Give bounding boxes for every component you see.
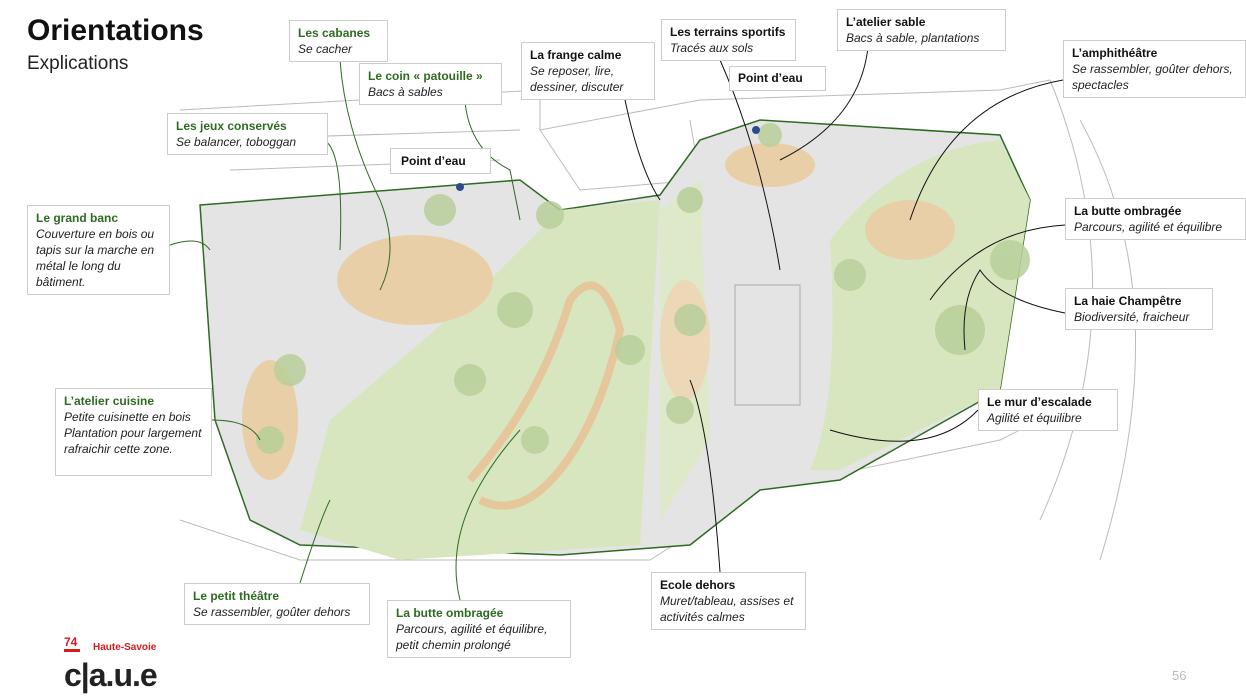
sand-atelier [725,143,815,187]
label-amphitheatre: L’amphithéâtre Se rassembler, goûter deho… [1063,40,1246,98]
page-subtitle: Explications [27,53,129,74]
label-title: La haie Champêtre [1074,294,1182,308]
label-title: L’atelier cuisine [64,394,155,408]
sports-court [734,284,801,406]
label-petit-theatre: Le petit théâtre Se rassembler, goûter de… [184,583,370,625]
label-title: La frange calme [530,48,622,62]
logo-top-row: 74 Haute-Savoie [64,636,174,656]
sand-patouille [337,235,493,325]
label-desc: Biodiversité, fraicheur [1074,310,1190,324]
label-coin-patouille: Le coin « patouille » Bacs à sables [359,63,502,105]
label-title: L’atelier sable [846,15,926,29]
label-desc: Se rassembler, goûter dehors [193,605,351,619]
label-jeux-conserves: Les jeux conservés Se balancer, toboggan [167,113,328,155]
sand-cuisine [242,360,298,480]
label-point-eau: Point d’eau [390,148,491,174]
logo-name: c|a.u.e [64,657,158,693]
label-desc: Se rassembler, goûter dehors, spectacles [1072,62,1233,92]
label-desc: Couverture en bois ou tapis sur la march… [36,227,155,289]
logo-number: 74 [64,636,80,652]
label-desc: Se reposer, lire, dessiner, discuter [530,64,624,94]
path-winding [466,281,625,510]
label-desc: Agilité et équilibre [987,411,1082,425]
label-title: Les terrains sportifs [670,25,786,39]
water-point-icon [752,126,760,134]
label-desc: Muret/tableau, assises et activités calm… [660,594,794,624]
label-title: La butte ombragée [396,606,504,620]
label-title: Le coin « patouille » [368,69,483,83]
label-point-eau-top: Point d’eau [729,66,826,91]
label-title: La butte ombragée [1074,204,1182,218]
label-title: Le petit théâtre [193,589,280,603]
page-title: Orientations [27,14,204,47]
label-title: Le mur d’escalade [987,395,1092,409]
label-desc: Parcours, agilité et équilibre, petit ch… [396,622,548,652]
label-title: Point d’eau [738,71,803,85]
trees [256,123,1030,454]
label-frange-calme: La frange calme Se reposer, lire, dessine… [521,42,655,100]
label-title: Les jeux conservés [176,119,287,133]
label-desc: Bacs à sables [368,85,443,99]
label-les-cabanes: Les cabanes Se cacher [289,20,388,62]
label-title: Ecole dehors [660,578,736,592]
label-desc: Se cacher [298,42,353,56]
label-desc: Parcours, agilité et équilibre [1074,220,1223,234]
caue-logo: 74 Haute-Savoie c|a.u.e [64,636,174,696]
water-point-icon [456,183,464,191]
label-title: L’amphithéâtre [1072,46,1158,60]
label-desc: Bacs à sable, plantations [846,31,980,45]
label-desc: Tracés aux sols [670,41,754,55]
amphitheatre [865,200,955,260]
label-title: Les cabanes [298,26,371,40]
label-desc: Se balancer, toboggan [176,135,297,149]
logo-region: Haute-Savoie [93,642,157,653]
grass-area-right [810,140,1030,470]
label-desc: Petite cuisinette en bois Plantation pou… [64,410,202,456]
label-title: Le grand banc [36,211,119,225]
page-number: 56 [1172,668,1187,683]
sand-ecole [660,280,710,400]
label-title: Point d’eau [401,154,466,168]
